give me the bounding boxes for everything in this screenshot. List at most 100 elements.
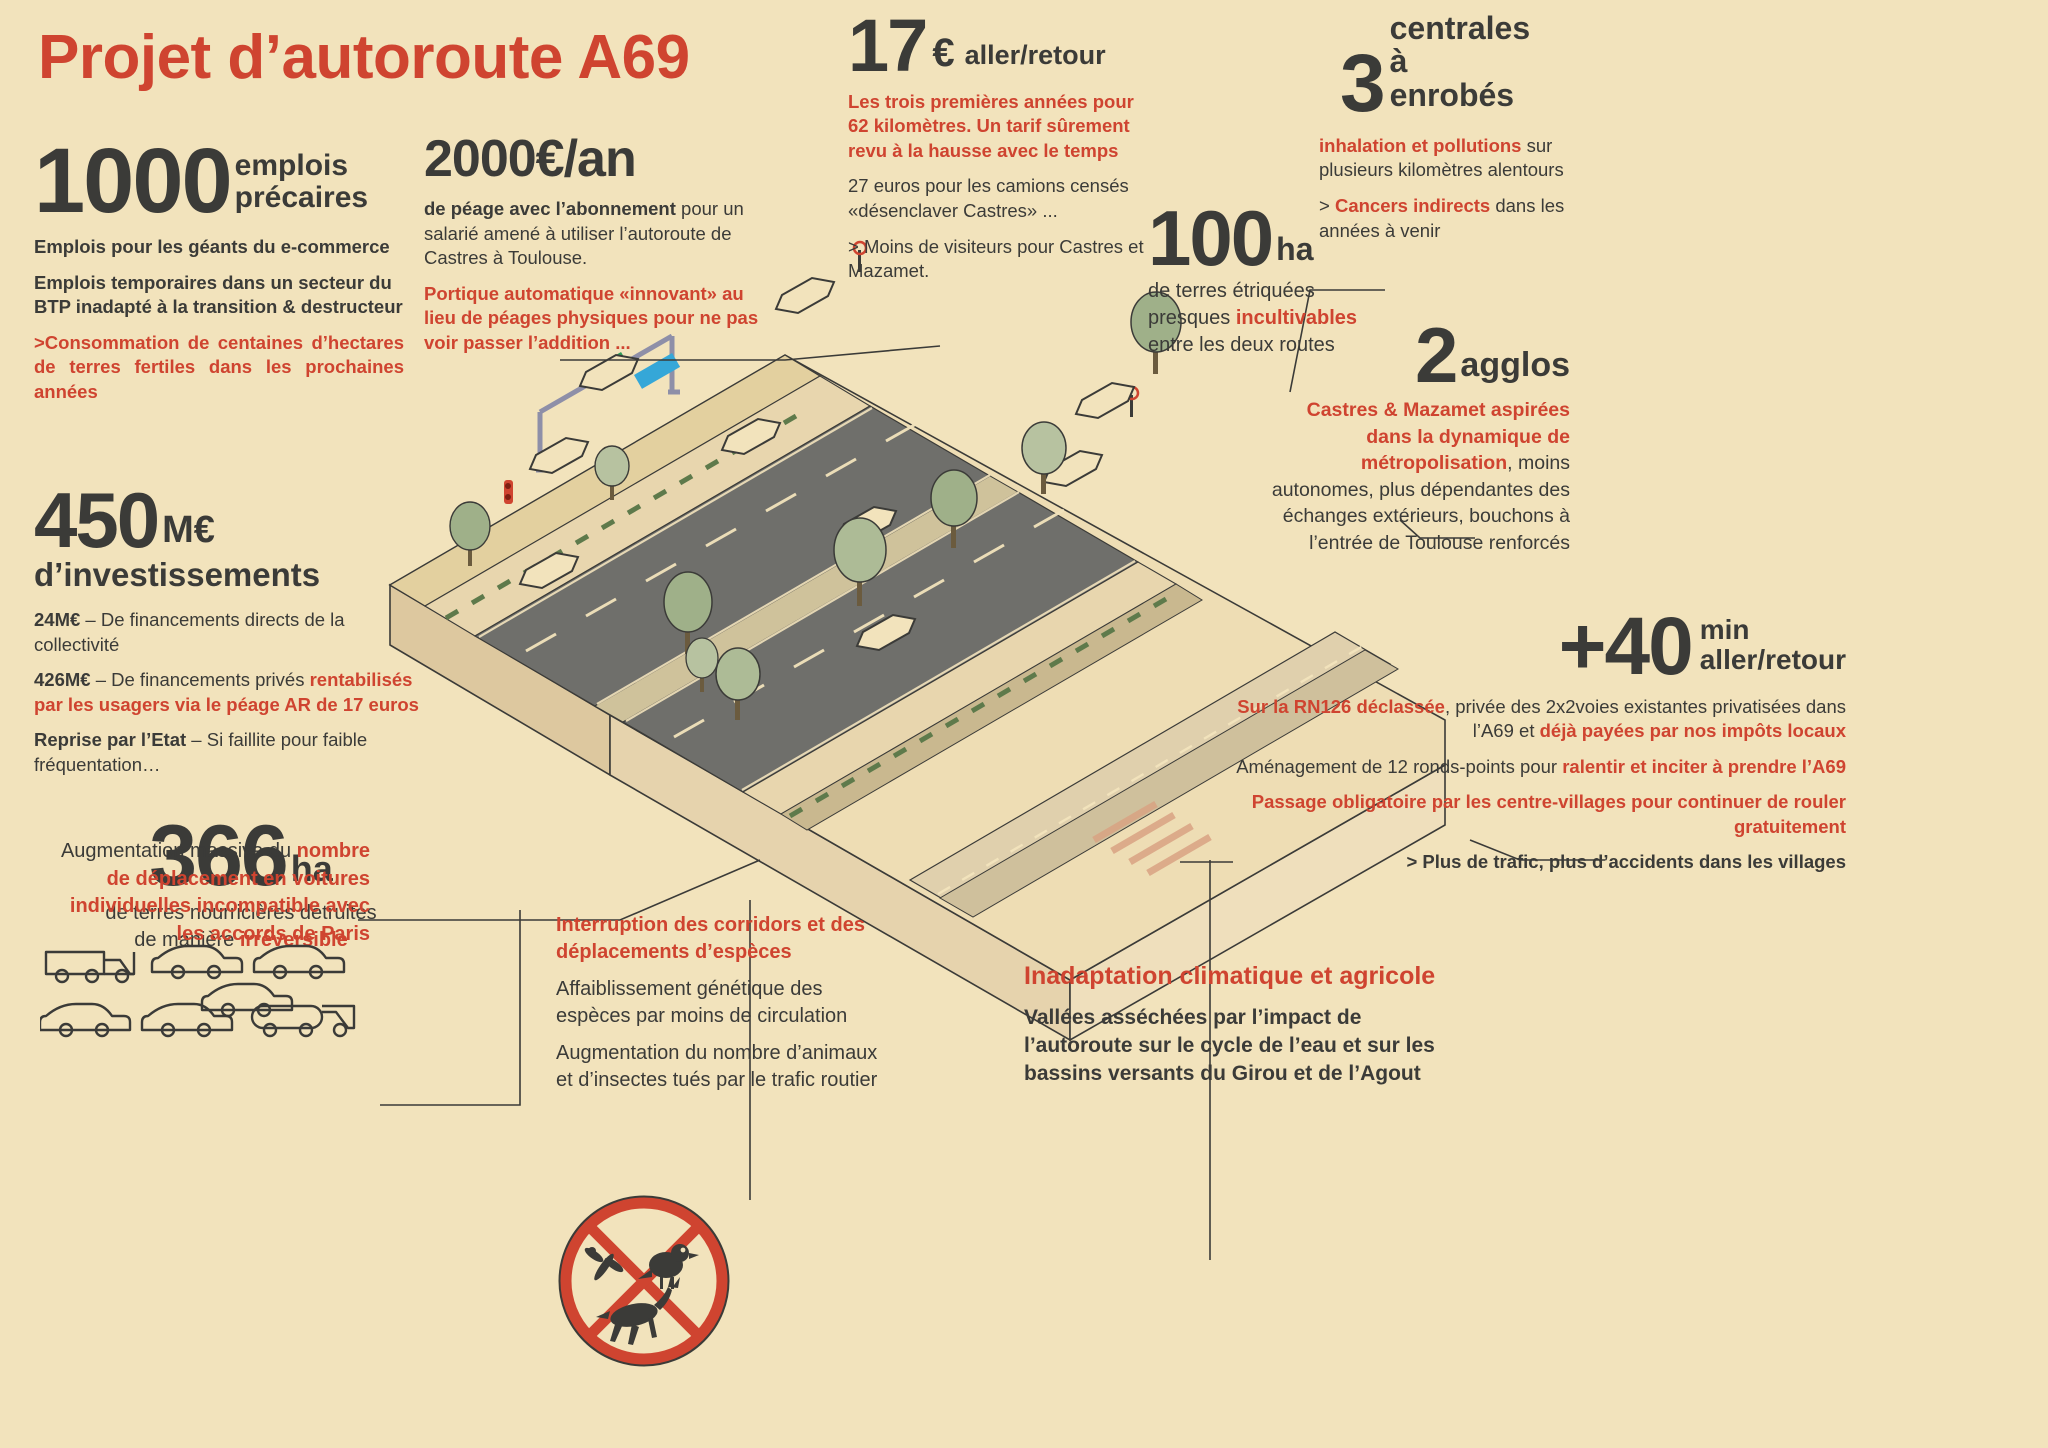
- time-lost-unit: min aller/retour: [1700, 615, 1846, 682]
- time-lost-para-2: Aménagement de 12 ronds-points pour rale…: [1228, 755, 1846, 780]
- callout-corridors: Interruption des corridors et des déplac…: [556, 912, 896, 1105]
- investment-number: 450: [34, 476, 160, 564]
- stat-block-toll-trip: 17 € aller/retour Les trois premières an…: [848, 4, 1148, 295]
- time-lost-number: 40: [1604, 601, 1694, 692]
- page-title: Projet d’autoroute A69: [38, 23, 690, 92]
- investment-subtitle: d’investissements: [34, 556, 321, 594]
- plants-unit-line1: centrales: [1389, 10, 1531, 46]
- investment-line-2-rest: – De financements privés: [90, 669, 310, 691]
- corridors-para-2: Augmentation du nombre d’animaux et d’in…: [556, 1042, 878, 1091]
- agglos-para-red: Castres & Mazamet aspirées dans la dynam…: [1306, 399, 1570, 475]
- jobs-para-3: >Consommation de centaines d’hectares de…: [34, 331, 404, 403]
- bird-icon: [638, 1244, 699, 1289]
- callout-cars: Augmentation massive du nombre de déplac…: [60, 838, 370, 959]
- toll-year-number: 2000€: [424, 130, 565, 188]
- stat-block-jobs: 1000 emplois précaires Emplois pour les …: [34, 130, 404, 416]
- corridors-para-1: Affaiblissement génétique des espèces pa…: [556, 978, 848, 1027]
- truck-icon: [44, 950, 136, 984]
- time-lost-unit-line1: min: [1699, 614, 1750, 646]
- land-strips-line-1: de terres étriquées: [1148, 280, 1315, 303]
- investment-line-2-red: rentabilisés par les usagers via le péag…: [34, 669, 419, 715]
- time-lost-para-2-pre: Aménagement de 12 ronds-points pour: [1236, 755, 1563, 777]
- toll-year-headline: 2000€/an: [424, 133, 764, 185]
- toll-year-para-2: Portique automatique «innovant» au lieu …: [424, 282, 759, 353]
- toll-year-unit: /an: [563, 130, 637, 188]
- land-strips-line-3: entre les deux routes: [1148, 334, 1335, 357]
- stat-block-land-strips: 100 ha de terres étriquées presques incu…: [1148, 194, 1408, 370]
- land-strips-number: 100: [1148, 194, 1274, 282]
- plants-para-2-rest: dans les années à venir: [1319, 194, 1565, 241]
- plants-headline: 3 centrales à enrobés: [1340, 11, 1530, 130]
- jobs-unit-line1: emplois: [234, 149, 349, 183]
- time-lost-para-2-red: ralentir et inciter à prendre l’A69: [1562, 755, 1846, 777]
- toll-trip-currency: €: [932, 30, 955, 75]
- land-destroyed-number: 366: [149, 808, 288, 904]
- plants-para-1: inhalation et pollutions sur plusieurs k…: [1319, 134, 1619, 183]
- land-destroyed-unit: ha: [290, 848, 333, 890]
- investment-line-1-amount: 24M€: [34, 609, 81, 631]
- land-destroyed-para: de terres nourricières détruites de mani…: [96, 900, 386, 953]
- no-entry-sign-icon: [558, 1195, 730, 1367]
- agglos-headline: 2 agglos: [1270, 311, 1570, 399]
- stat-block-agglos: 2 agglos Castres & Mazamet aspirées dans…: [1270, 311, 1570, 567]
- investment-headline: 450 M€: [34, 476, 434, 564]
- callout-climate: Inadaptation climatique et agricole Vall…: [1024, 960, 1474, 1099]
- jobs-para-2: Emplois temporaires dans un secteur du B…: [34, 271, 403, 318]
- car-icon: [40, 1002, 132, 1038]
- plants-unit-line2: à enrobés: [1389, 43, 1515, 113]
- climate-para-1: Vallées asséchées par l’impact de l’auto…: [1024, 1006, 1435, 1086]
- land-strips-headline: 100 ha: [1148, 194, 1408, 282]
- car-icon: [252, 944, 346, 980]
- agglos-number: 2: [1415, 311, 1458, 399]
- toll-trip-para-3: > Moins de visiteurs pour Castres et Maz…: [848, 235, 1144, 282]
- stat-block-plants: 3 centrales à enrobés inhalation et poll…: [1264, 11, 1564, 254]
- car-icon: [150, 944, 244, 980]
- land-destroyed-headline: 366 ha: [96, 808, 386, 904]
- land-strips-line-2-pre: presques: [1148, 307, 1236, 330]
- plants-para-2: > Cancers indirects dans les années à ve…: [1319, 194, 1619, 243]
- jobs-para-1: Emplois pour les géants du e-commerce: [34, 236, 390, 258]
- tanker-truck-icon: [250, 1004, 356, 1038]
- jobs-unit: emplois précaires: [235, 150, 368, 221]
- plants-para-2-bold: Cancers indirects: [1334, 194, 1491, 216]
- stat-block-time-lost: + 40 min aller/retour Sur la RN126 décla…: [1228, 601, 1846, 886]
- jobs-headline: 1000 emplois précaires: [34, 130, 404, 232]
- jobs-unit-line2: précaires: [234, 180, 369, 214]
- plants-unit: centrales à enrobés: [1389, 10, 1531, 120]
- stat-block-toll-year: 2000€/an de péage avec l’abonnement pour…: [424, 133, 764, 367]
- plants-number: 3: [1340, 38, 1386, 130]
- deer-icon: [596, 1275, 680, 1345]
- time-lost-headline: + 40 min aller/retour: [1228, 601, 1846, 692]
- time-lost-unit-line2: aller/retour: [1699, 643, 1846, 675]
- toll-trip-number: 17: [848, 4, 928, 87]
- dragonfly-icon: [584, 1247, 624, 1281]
- toll-year-para-1-rest: pour un salarié amené à utiliser l’autor…: [424, 198, 744, 269]
- agglos-para-rest: , moins autonomes, plus dépendantes des …: [1271, 452, 1570, 554]
- time-lost-para-4: > Plus de trafic, plus d’accidents dans …: [1406, 851, 1846, 873]
- agglos-unit: agglos: [1460, 346, 1570, 385]
- time-lost-para-1-red2: déjà payées par nos impôts locaux: [1539, 720, 1846, 742]
- plants-para-1-bold: inhalation et pollutions: [1319, 134, 1522, 156]
- investment-line-3-rest: – Si faillite pour faible fréquentation…: [34, 729, 368, 776]
- toll-trip-headline: 17 € aller/retour: [848, 4, 1148, 87]
- investment-line-3: Reprise par l’Etat – Si faillite pour fa…: [34, 728, 434, 777]
- agglos-para: Castres & Mazamet aspirées dans la dynam…: [1270, 397, 1570, 556]
- land-destroyed-para-red: irréversible: [239, 928, 348, 951]
- jobs-number: 1000: [34, 130, 233, 232]
- land-destroyed-para-text: de terres nourricières détruites de mani…: [105, 901, 377, 951]
- time-lost-plus: +: [1558, 601, 1607, 692]
- cars-para-pre: Augmentation massive du: [60, 840, 297, 862]
- time-lost-para-1: Sur la RN126 déclassée, privée des 2x2vo…: [1228, 695, 1846, 744]
- investment-line-1: 24M€ – De financements directs de la col…: [34, 608, 434, 657]
- climate-title: Inadaptation climatique et agricole: [1024, 962, 1436, 990]
- plants-para-1-rest: sur plusieurs kilomètres alentours: [1319, 134, 1564, 181]
- time-lost-para-1-red: Sur la RN126 déclassée: [1237, 695, 1445, 717]
- land-strips-para: de terres étriquées presques incultivabl…: [1148, 278, 1408, 359]
- corridors-title: Interruption des corridors et des déplac…: [556, 914, 865, 963]
- car-icon: [200, 982, 294, 1018]
- toll-year-para-1: de péage avec l’abonnement pour un salar…: [424, 197, 764, 271]
- time-lost-para-3: Passage obligatoire par les centre-villa…: [1251, 791, 1846, 837]
- toll-year-para-1-bold: de péage avec l’abonnement: [424, 198, 676, 219]
- vehicle-icon-strip: [40, 944, 356, 1038]
